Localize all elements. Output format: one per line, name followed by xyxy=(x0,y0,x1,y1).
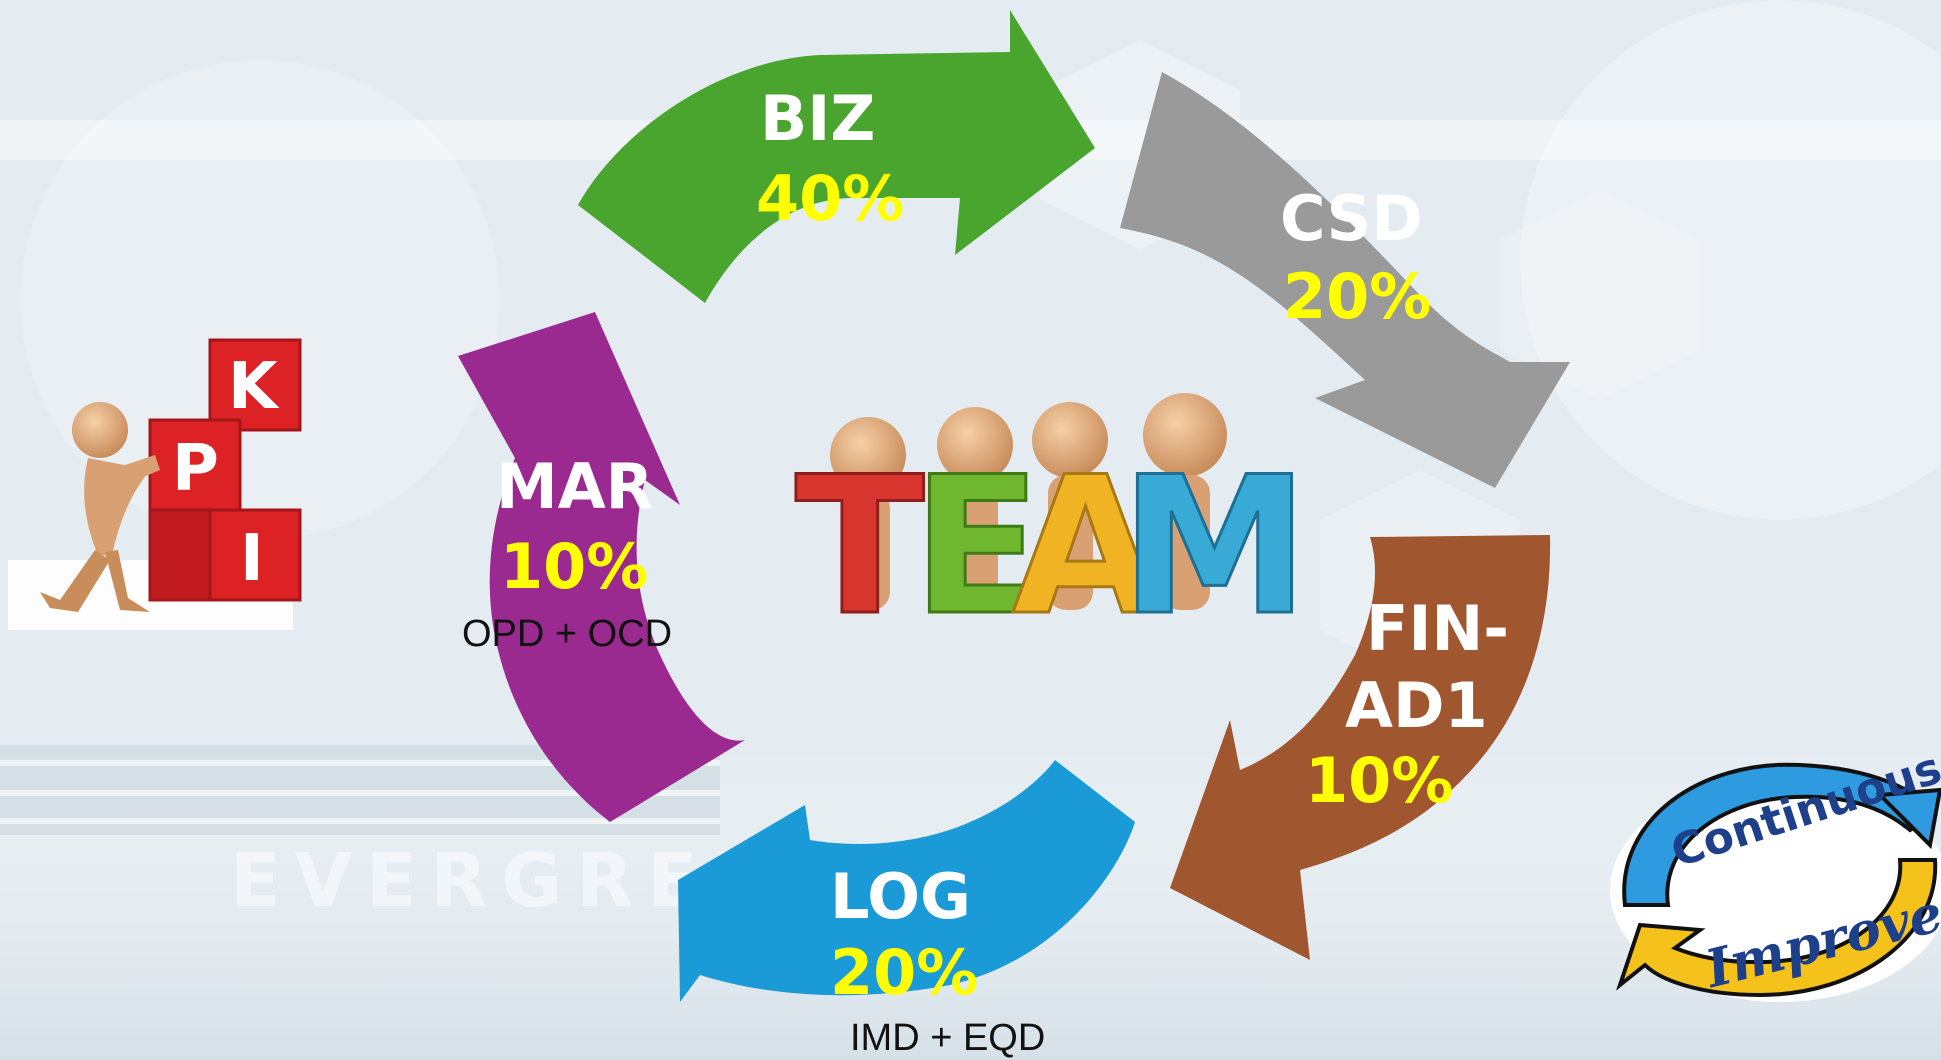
team-letter-a: A xyxy=(1012,436,1159,657)
kpi-letter-p: P xyxy=(172,432,219,506)
mar-arrow xyxy=(458,312,745,822)
fin-percent: 10% xyxy=(1305,744,1453,817)
segment-labels: BIZ 40% CSD 20% FIN- AD1 10% LOG 20% IMD… xyxy=(462,82,1509,1059)
log-name: LOG xyxy=(830,860,971,933)
cycle-diagram xyxy=(458,10,1570,1002)
badge-ring-bottom xyxy=(1615,858,1938,998)
kpi-figure xyxy=(40,402,160,612)
team-figures xyxy=(830,393,1227,610)
mar-sub: OPD + OCD xyxy=(462,613,672,655)
mar-percent: 10% xyxy=(500,530,648,603)
continuous-improvement-badge: Continuous Improvement xyxy=(1610,743,1941,1002)
kpi-clipart: K P I xyxy=(8,338,302,630)
kpi-block-i-top xyxy=(208,508,302,602)
team-clipart: T E A M xyxy=(794,393,1311,659)
mar-name: MAR xyxy=(496,450,653,523)
team-letter-e: E xyxy=(912,436,1042,657)
kpi-letter-k: K xyxy=(228,350,280,424)
biz-name: BIZ xyxy=(760,82,875,155)
kpi-block-p xyxy=(148,418,242,512)
team-letter-m: M xyxy=(1120,436,1309,657)
team-letter-t: T xyxy=(795,436,925,657)
fin-name-line2: AD1 xyxy=(1345,669,1488,742)
log-sub: IMD + EQD xyxy=(850,1017,1045,1059)
biz-percent: 40% xyxy=(756,162,904,235)
csd-percent: 20% xyxy=(1283,260,1431,333)
badge-arrow-head xyxy=(1875,787,1941,850)
log-percent: 20% xyxy=(830,936,978,1009)
kpi-letter-i: I xyxy=(240,522,264,596)
csd-arrow xyxy=(1120,72,1570,488)
biz-arrow xyxy=(578,10,1095,303)
kpi-block-k xyxy=(208,338,302,432)
fin-arrow xyxy=(1170,535,1551,960)
fin-name-line1: FIN- xyxy=(1366,592,1509,665)
log-arrow xyxy=(678,760,1135,1002)
kpi-block-base xyxy=(148,508,212,602)
csd-name: CSD xyxy=(1280,182,1423,255)
